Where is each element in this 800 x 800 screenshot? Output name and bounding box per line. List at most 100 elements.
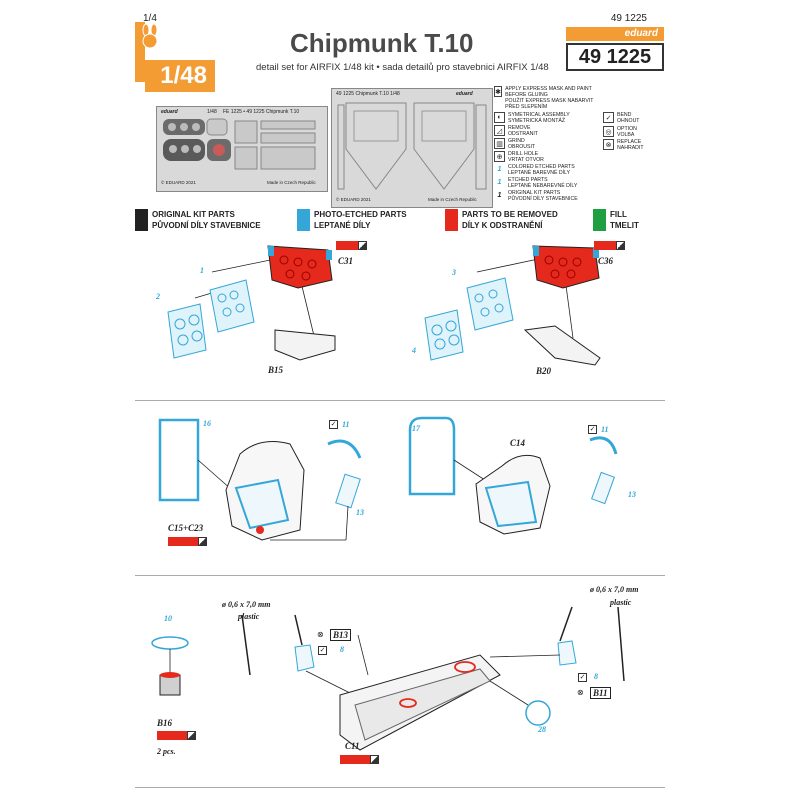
- header-code: 49 1225: [610, 13, 647, 24]
- legend-en: BEND: [617, 112, 632, 118]
- legend-cz: ODSTRANIT: [508, 131, 538, 137]
- replace-icon: ⊗: [603, 139, 614, 150]
- legend-en: COLORED ETCHED PARTS: [508, 164, 575, 170]
- sheet-left-copyright: © EDUARD 2021: [161, 180, 196, 185]
- step2-right-part-13: 13: [628, 490, 636, 499]
- step1-right-base-part: B20: [536, 366, 552, 376]
- step2-right-diagram: [408, 416, 618, 535]
- step-divider-3: [135, 787, 665, 788]
- step3-replace-right-icon: ⊗: [577, 688, 584, 697]
- fret-right-parts-icon: [337, 102, 487, 190]
- step3-left-bend-icon: ✓: [318, 646, 327, 655]
- step-divider-2: [135, 575, 665, 576]
- grind-icon: ▥: [494, 138, 505, 149]
- step3-rod-right-size: ø 0,6 x 7,0 mm: [590, 585, 639, 594]
- color-key-cz: LEPTANÉ DÍLY: [314, 221, 371, 230]
- step3-floor-part: C11: [345, 741, 360, 751]
- symmetry-icon: ◐: [494, 112, 505, 123]
- legend-cz: SYMETRICKÁ MONTÁŽ: [508, 118, 566, 124]
- color-swatch: [593, 209, 606, 231]
- step1-right-removed-part: C36: [598, 256, 614, 266]
- step3-replace-right-part: B11: [590, 687, 611, 699]
- legend-cz: POUŽIT EXPRESS MASK NABARVIT PŘED SLEPEN…: [505, 98, 594, 110]
- step3-quantity: 2 pcs.: [157, 747, 176, 756]
- sheet-right-copyright: © EDUARD 2021: [336, 197, 371, 202]
- step2-right-frame-part: 17: [412, 424, 420, 433]
- brand-label: eduard: [566, 27, 664, 41]
- step1-right-part-4: 4: [412, 346, 416, 355]
- step3-rod-right-material: plastic: [610, 598, 632, 607]
- color-key-cz: TMELIT: [610, 221, 639, 230]
- color-key-cz: PŮVODNÍ DÍLY STAVEBNICE: [152, 221, 261, 230]
- etched-icon: 1: [497, 179, 502, 186]
- step1-left-part-1: 1: [200, 266, 204, 275]
- step1-left-remove-marker: [336, 241, 367, 250]
- color-swatch: [297, 209, 310, 231]
- step3-rod-left-material: plastic: [238, 612, 260, 621]
- legend-en: REPLACE: [617, 139, 642, 145]
- step2-left-diagram: [158, 418, 362, 541]
- legend-en: ORIGINAL KIT PARTS: [508, 190, 561, 196]
- fret-sheet-left: eduard 1/48 FE 1225 • 49 1225 Chipmunk T…: [156, 106, 328, 192]
- fret-left-parts-icon: [163, 118, 316, 170]
- step3-base-part: B16: [157, 718, 173, 728]
- sheet-left-scale: 1/48: [207, 109, 217, 115]
- legend-cz: NAHRADIT: [617, 145, 644, 151]
- legend-left: ✱APPLY EXPRESS MASK AND PAINT BEFORE GLU…: [494, 86, 594, 203]
- page-subtitle: detail set for AIRFIX 1/48 kit • sada de…: [256, 62, 549, 73]
- option-icon: ◎: [603, 126, 614, 137]
- legend-en: APPLY EXPRESS MASK AND PAINT BEFORE GLUI…: [505, 86, 592, 98]
- step2-left-part-11: 11: [342, 420, 350, 429]
- remove-icon: ◿: [494, 125, 505, 136]
- legend-en: DRILL HOLE: [508, 151, 539, 157]
- sheet-left-made: Made in Czech Republic: [267, 180, 316, 185]
- legend-cz: OHNOUT: [617, 118, 640, 124]
- step2-left-remove-marker: [168, 537, 207, 546]
- legend-cz: OBROUSIT: [508, 144, 536, 150]
- step3-left-part-8: 8: [340, 645, 344, 654]
- color-key-en: FILL: [610, 210, 627, 219]
- sheet-left-code: FE 1225 • 49 1225 Chipmunk T.10: [223, 109, 300, 115]
- legend-en: SYMETRICAL ASSEMBLY: [508, 112, 570, 118]
- sheet-left-brand: eduard: [161, 109, 178, 115]
- step1-left-diagram: [167, 245, 336, 361]
- step2-right-part-11: 11: [601, 425, 609, 434]
- rabbit-logo-icon: [142, 24, 158, 49]
- color-key-en: PARTS TO BE REMOVED: [462, 210, 558, 219]
- step3-disc-part: 28: [538, 725, 546, 734]
- scale-badge: 1/48: [145, 60, 215, 92]
- page-title: Chipmunk T.10: [290, 28, 474, 58]
- step1-right-part-3: 3: [452, 268, 456, 277]
- step2-left-seat-part: C15+C23: [168, 523, 204, 533]
- step3-diagram: [151, 606, 625, 751]
- step1-right-diagram: [424, 245, 601, 366]
- step3-floor-remove-marker: [340, 755, 379, 764]
- step2-left-frame-part: 16: [203, 419, 211, 428]
- color-key-label: FILL TMELIT: [610, 209, 639, 231]
- step2-right-bend-icon: ✓: [588, 425, 597, 434]
- kit-part-icon: 1: [497, 192, 502, 199]
- step3-replace-left-icon: ⊗: [317, 630, 324, 639]
- step3-right-part-8: 8: [594, 672, 598, 681]
- step2-left-bend-icon: ✓: [329, 420, 338, 429]
- page-number: 1/4: [143, 13, 157, 24]
- product-code: 49 1225: [566, 43, 664, 71]
- legend-cz: VRTAT OTVOR: [508, 157, 544, 163]
- step3-replace-left-part: B13: [330, 629, 352, 641]
- legend.left-item: ✱APPLY EXPRESS MASK AND PAINT BEFORE GLU…: [494, 86, 594, 110]
- step1-left-part-2: 2: [156, 292, 160, 301]
- step3-right-bend-icon: ✓: [578, 673, 587, 682]
